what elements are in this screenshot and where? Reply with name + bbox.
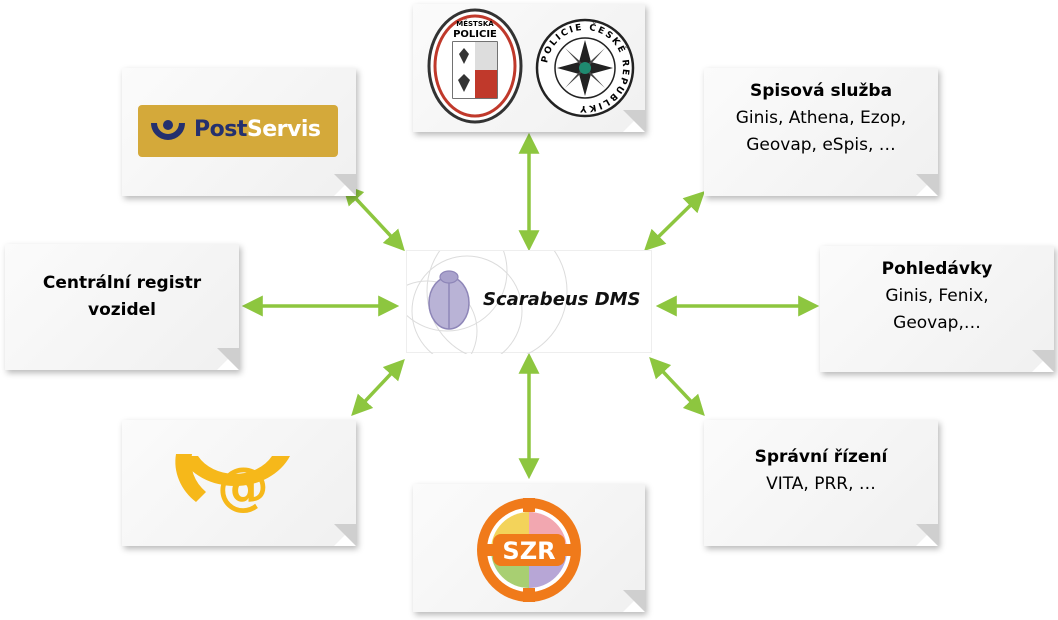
- email-posthorn-icon: @: [175, 454, 290, 517]
- pohledavky-title: Pohledávky: [881, 259, 993, 279]
- node-postservis: PostServis: [122, 68, 356, 196]
- node-spravni-rizeni: Správní řízení VITA, PRR, …: [704, 420, 938, 546]
- postservis-logo: PostServis: [138, 105, 338, 157]
- spisova-line2: Geovap, eSpis, …: [746, 135, 896, 155]
- node-registr-vozidel: Centrální registr vozidel: [5, 244, 239, 370]
- arrow-spisova: [644, 191, 705, 251]
- node-police: MĚSTSKÁ POLICIE POLICIE ČESKÉ REPUBLIKY: [413, 4, 645, 132]
- center-title: Scarabeus DMS: [483, 289, 641, 310]
- postservis-text-post: Post: [194, 117, 247, 142]
- city-badge-top-text: MĚSTSKÁ: [456, 19, 494, 28]
- postservis-text-servis: Servis: [246, 117, 321, 142]
- registr-line2: vozidel: [87, 300, 156, 320]
- spisova-title: Spisová služba: [749, 81, 893, 101]
- city-badge-main-text: POLICIE: [453, 29, 497, 40]
- node-pohledavky: Pohledávky Ginis, Fenix, Geovap,…: [820, 246, 1054, 372]
- node-email: @: [122, 420, 356, 546]
- scarab-logo-icon: [407, 251, 568, 354]
- posthorn-icon: [151, 120, 185, 140]
- registr-line1: Centrální registr: [42, 273, 202, 293]
- node-szr: SZR: [413, 484, 645, 612]
- node-spisova-sluzba: Spisová služba Ginis, Athena, Ezop, Geov…: [704, 68, 938, 196]
- szr-text: SZR: [502, 537, 555, 565]
- pohledavky-line1: Ginis, Fenix,: [885, 286, 989, 306]
- city-police-badge-icon: MĚSTSKÁ POLICIE: [427, 8, 523, 124]
- email-at-symbol: @: [217, 457, 269, 517]
- spravni-line1: VITA, PRR, …: [766, 474, 876, 494]
- spravni-title: Správní řízení: [754, 447, 888, 467]
- arrow-postservis: [342, 183, 405, 252]
- pohledavky-line2: Geovap,…: [893, 313, 981, 333]
- scarabeus-dms-center: Scarabeus DMS: [406, 250, 652, 354]
- arrow-spravni: [649, 356, 705, 417]
- szr-logo-icon: SZR: [477, 498, 581, 602]
- national-police-badge-icon: POLICIE ČESKÉ REPUBLIKY: [535, 18, 635, 118]
- spisova-line1: Ginis, Athena, Ezop,: [735, 108, 907, 128]
- arrow-email: [351, 358, 405, 417]
